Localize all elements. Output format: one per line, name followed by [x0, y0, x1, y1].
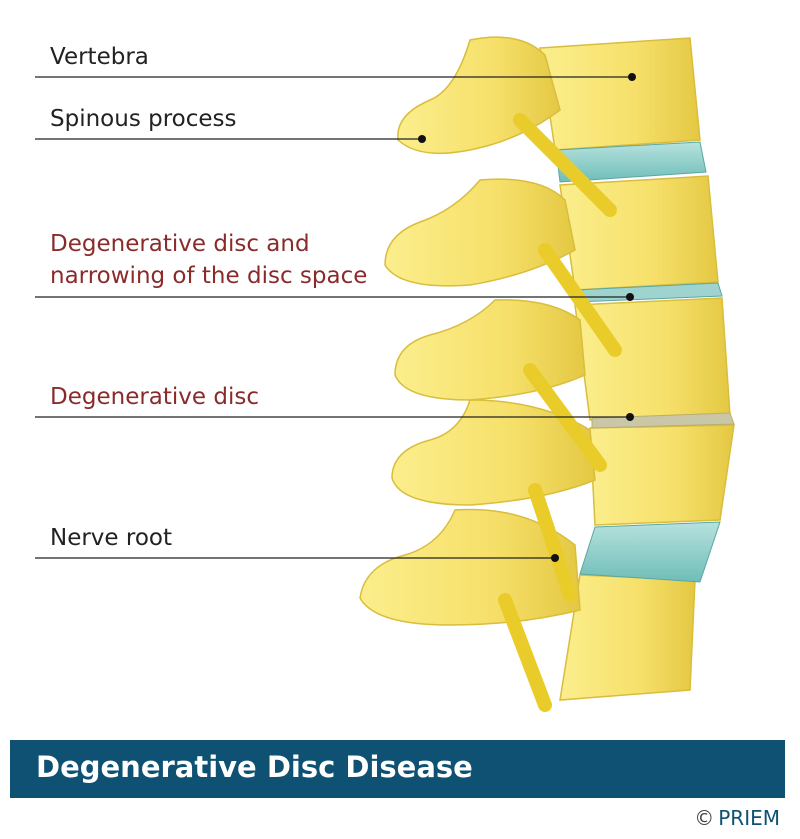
dot-nerve-root: [551, 554, 559, 562]
dot-degenerative-disc: [626, 413, 634, 421]
vertebral-body-4: [589, 424, 735, 526]
dot-vertebra: [628, 73, 636, 81]
copyright-symbol: ©: [694, 806, 715, 830]
intervertebral-discs: [555, 141, 735, 583]
label-spinous-process: Spinous process: [50, 106, 237, 132]
copyright-notice: ©PRIEM: [694, 806, 780, 830]
brand-logo: PRIEM: [718, 806, 780, 830]
spinous-process-2: [384, 178, 576, 287]
vertebral-body-5: [559, 574, 696, 701]
dot-spinous-process: [418, 135, 426, 143]
disc-healthy-bottom: [579, 521, 721, 583]
label-degenerative-narrowing-line1: Degenerative disc and: [50, 231, 310, 257]
nerve-root-4: [528, 483, 577, 602]
label-vertebra: Vertebra: [50, 44, 149, 70]
dot-degenerative-narrowing: [626, 293, 634, 301]
nerve-root-5: [498, 593, 552, 712]
vertebral-body-1: [539, 37, 701, 151]
nerve-root-2: [538, 243, 622, 357]
disc-healthy-top: [555, 141, 707, 183]
label-nerve-root: Nerve root: [50, 525, 172, 551]
diagram-title: Degenerative Disc Disease: [36, 750, 473, 784]
label-degenerative-narrowing-line2: narrowing of the disc space: [50, 263, 368, 289]
leader-lines: [35, 76, 632, 559]
nerve-root-1: [513, 113, 617, 217]
label-degenerative-disc: Degenerative disc: [50, 384, 259, 410]
title-bar: Degenerative Disc Disease: [10, 740, 785, 798]
leader-dots: [418, 73, 636, 562]
spinous-process-3: [394, 299, 586, 401]
